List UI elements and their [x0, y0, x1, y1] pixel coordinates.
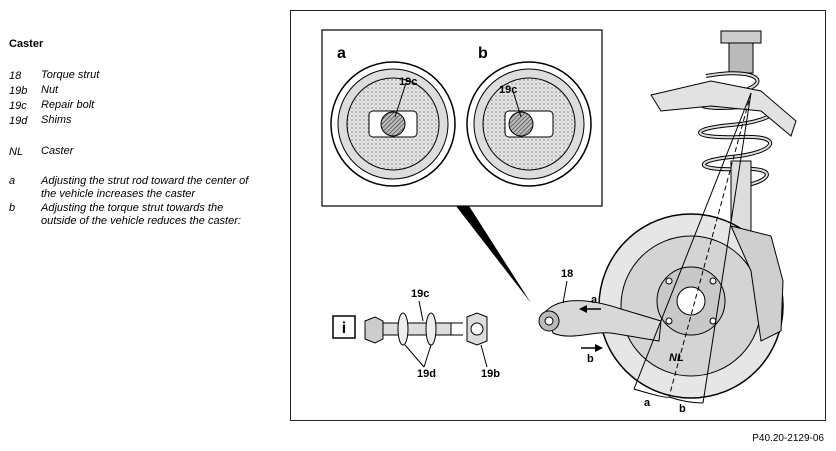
angle-b-label: b — [679, 403, 686, 415]
strut-spring — [650, 30, 797, 232]
legend-code: 19d — [9, 115, 28, 127]
part-19c-label: 19c — [411, 288, 429, 300]
inset-pointer — [456, 206, 531, 303]
legend-code: 18 — [9, 70, 22, 82]
legend-label: Nut — [41, 84, 59, 96]
note-code: b — [9, 202, 16, 214]
part-18-label: 18 — [561, 268, 573, 280]
torque-strut — [538, 300, 662, 342]
note-item: b Adjusting the torque strut towards the… — [9, 202, 256, 228]
section-title: Caster — [9, 38, 44, 50]
note-text: Adjusting the strut rod toward the cente… — [41, 175, 249, 200]
info-icon — [332, 315, 356, 339]
adjustment-notes: a Adjusting the strut rod toward the cen… — [9, 175, 256, 228]
brake-disc — [598, 213, 784, 399]
legend-code: NL — [9, 146, 24, 158]
inset-label-a: a — [337, 45, 346, 62]
legend-label: Shims — [41, 114, 72, 126]
legend-label: Repair bolt — [41, 99, 95, 111]
illustration-svg: a b 19c 19c i — [321, 29, 797, 415]
bolt-assembly — [364, 312, 488, 346]
legend-label: Caster — [41, 145, 74, 157]
legend-code: 19c — [9, 100, 27, 112]
note-text: Adjusting the torque strut towards the o… — [41, 202, 241, 227]
nl-label: NL — [669, 352, 684, 364]
info-symbol: i — [342, 320, 346, 337]
caster-illustration: a b 19c 19c i — [290, 10, 826, 421]
bushing-a: 19c — [330, 61, 456, 187]
legend-code: 19b — [9, 85, 28, 97]
part-19b-label: 19b — [481, 368, 500, 380]
figure-caption: P40.20-2129-06 — [752, 433, 824, 444]
part-19d-label: 19d — [417, 368, 436, 380]
angle-a-label: a — [644, 397, 651, 409]
legend-label: Torque strut — [41, 69, 100, 81]
bushing-b: 19c — [466, 61, 592, 187]
inset-label-b: b — [478, 45, 488, 62]
arrow-b-label: b — [587, 353, 594, 365]
note-item: a Adjusting the strut rod toward the cen… — [9, 175, 256, 201]
caster-angle-lines — [633, 92, 752, 404]
note-code: a — [9, 175, 16, 187]
bolt-label-a: 19c — [399, 76, 417, 88]
bolt-label-b: 19c — [499, 84, 517, 96]
arrow-a-label: a — [591, 294, 598, 306]
